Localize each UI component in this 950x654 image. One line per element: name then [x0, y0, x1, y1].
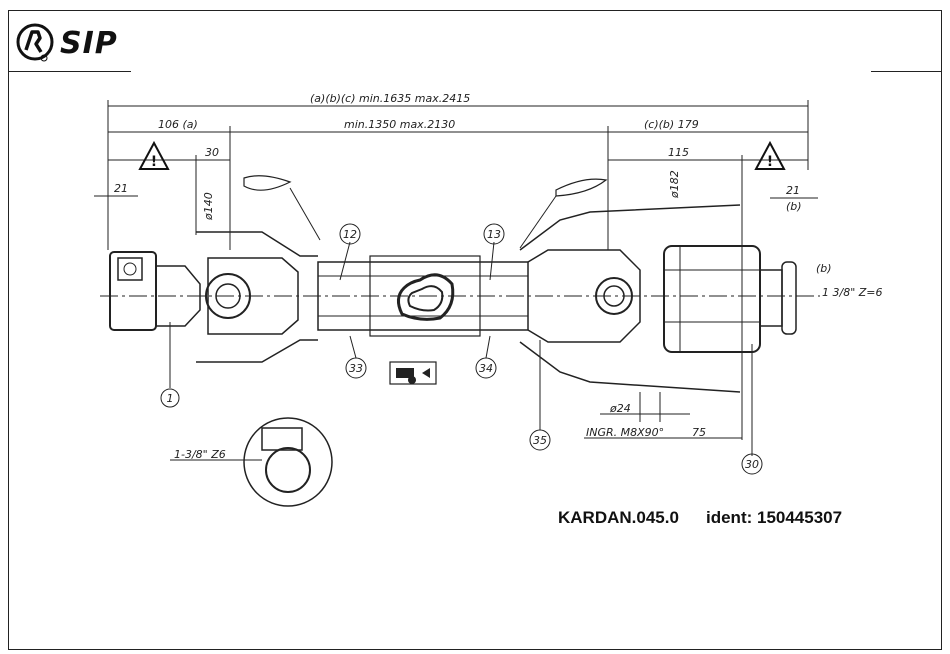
dim-phi24: ø24: [609, 402, 631, 415]
tractor-icon: [396, 368, 430, 384]
dim-spline-right: 1 3/8" Z=6: [822, 286, 883, 299]
dim-spline-detail: 1-3/8" Z6: [174, 448, 226, 461]
dim-21-left: 21: [114, 182, 128, 195]
dim-30: 30: [205, 146, 219, 159]
dim-tube-length: min.1350 max.2130: [344, 118, 455, 131]
dim-left-offset: 106 (a): [158, 118, 198, 131]
callout-34: 34: [479, 362, 493, 375]
part-ident: ident: 150445307: [706, 508, 842, 528]
warning-triangle-icon: !: [756, 143, 784, 170]
dim-b-right-2: (b): [816, 262, 832, 275]
callout-13: 13: [487, 228, 501, 241]
dim-phi140: ø140: [202, 192, 215, 221]
dim-right-offset: (c)(b) 179: [644, 118, 699, 131]
svg-text:!: !: [767, 154, 773, 170]
dim-phi182: ø182: [668, 170, 681, 199]
warning-triangle-icon: !: [140, 143, 168, 170]
dim-overall: (a)(b)(c) min.1635 max.2415: [310, 92, 470, 105]
callout-30: 30: [745, 458, 759, 471]
dim-115: 115: [668, 146, 689, 159]
dim-21-right: 21: [786, 184, 800, 197]
callout-35: 35: [533, 434, 547, 447]
dim-ingr: INGR. M8X90°: [586, 426, 664, 439]
callout-12: 12: [343, 228, 357, 241]
callout-33: 33: [349, 362, 363, 375]
callout-1: 1: [167, 392, 174, 405]
part-code: KARDAN.045.0: [558, 508, 679, 528]
svg-text:!: !: [151, 154, 157, 170]
dim-75: 75: [692, 426, 706, 439]
dim-b-right: (b): [786, 200, 802, 213]
